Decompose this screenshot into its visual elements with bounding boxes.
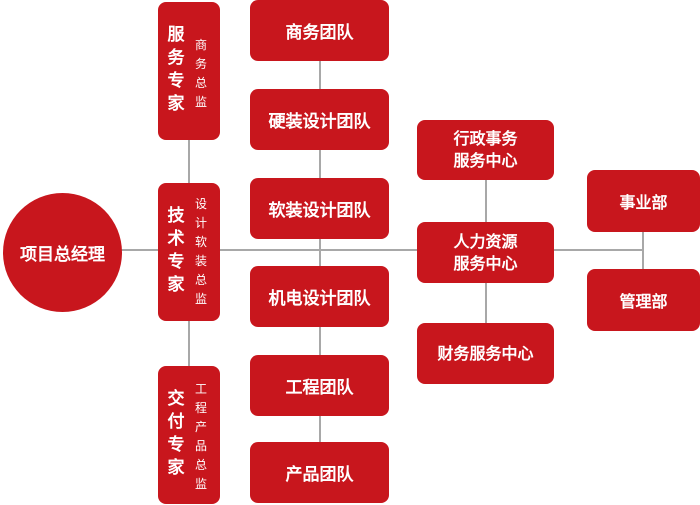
connector-main-horizontal — [120, 249, 420, 251]
connector-teams-vertical — [319, 55, 321, 450]
engineering-team-node: 工程团队 — [250, 355, 389, 416]
admin-affairs-service-center-node: 行政事务 服务中心 — [417, 120, 554, 180]
finance-center-label: 财务服务中心 — [437, 343, 534, 363]
delivery-expert-label: 交付专家 — [167, 389, 185, 478]
business-unit-label: 事业部 — [619, 193, 668, 212]
product-team-node: 产品团队 — [250, 442, 389, 503]
admin-affairs-line1: 行政事务 — [453, 129, 518, 148]
management-department-node: 管理部 — [587, 269, 700, 331]
admin-affairs-line2: 服务中心 — [453, 151, 518, 170]
hr-center-line2: 服务中心 — [453, 253, 518, 273]
project-general-manager-node: 项目总经理 — [3, 193, 122, 312]
management-department-label: 管理部 — [619, 292, 668, 311]
engineering-team-label: 工程团队 — [285, 378, 354, 398]
hard-decoration-design-team-label: 硬装设计团队 — [268, 112, 371, 132]
technical-expert-label: 技术专家 — [167, 206, 185, 295]
business-unit-node: 事业部 — [587, 170, 700, 232]
connector-hr-to-dept — [553, 249, 643, 251]
connector-depts-vertical — [642, 225, 644, 275]
soft-decoration-design-team-label: 软装设计团队 — [268, 201, 371, 221]
delivery-expert-node: 交付专家 工程产品总监 — [158, 366, 220, 504]
project-general-manager-label: 项目总经理 — [20, 245, 105, 265]
hard-decoration-design-team-node: 硬装设计团队 — [250, 89, 389, 150]
technical-expert-sub-label: 设计软装总监 — [194, 197, 207, 306]
service-expert-label: 服务专家 — [167, 25, 185, 114]
product-team-label: 产品团队 — [285, 465, 354, 485]
technical-expert-node: 技术专家 设计软装总监 — [158, 183, 220, 321]
business-team-label: 商务团队 — [285, 23, 354, 43]
soft-decoration-design-team-node: 软装设计团队 — [250, 178, 389, 239]
hr-center-line1: 人力资源 — [453, 231, 518, 251]
finance-service-center-node: 财务服务中心 — [417, 323, 554, 384]
delivery-expert-sub-label: 工程产品总监 — [194, 382, 207, 491]
service-expert-node: 服务专家 商务总监 — [158, 2, 220, 140]
business-team-node: 商务团队 — [250, 0, 389, 61]
hr-service-center-node: 人力资源 服务中心 — [417, 222, 554, 283]
mep-design-team-node: 机电设计团队 — [250, 266, 389, 327]
mep-design-team-label: 机电设计团队 — [268, 289, 371, 309]
service-expert-sub-label: 商务总监 — [194, 38, 207, 109]
